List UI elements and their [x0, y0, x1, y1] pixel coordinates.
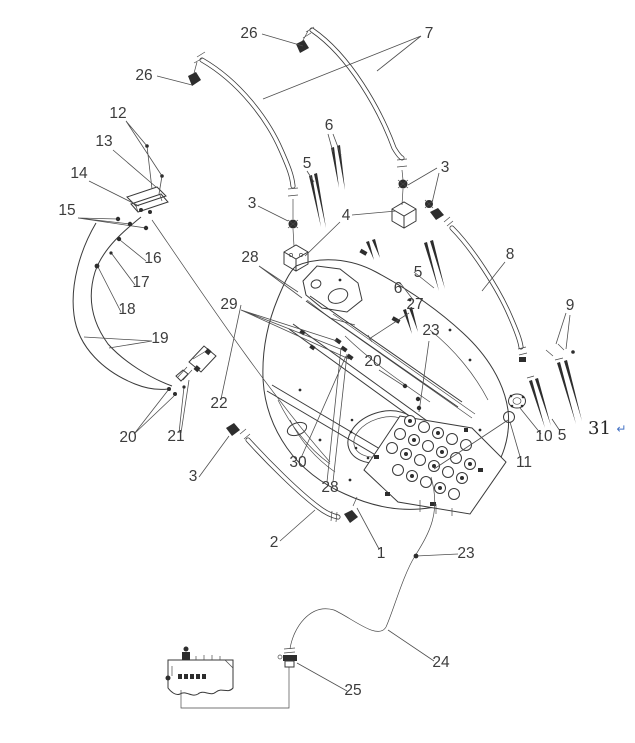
callout-label-5-13: 5 [414, 264, 423, 281]
stud-pins [309, 145, 582, 428]
callout-label-5-29: 5 [558, 427, 567, 444]
callout-label-24-37: 24 [432, 654, 450, 671]
o-ring-11 [503, 411, 515, 423]
hose-2 [245, 437, 341, 520]
pipe-clamps [299, 329, 354, 361]
valve-cylinders [386, 415, 476, 500]
hose-8 [449, 225, 524, 350]
hose-7-left [199, 57, 296, 189]
cable-22 [151, 219, 331, 463]
callout-label-3-9: 3 [248, 195, 257, 212]
callout-label-13-5: 13 [95, 133, 112, 150]
callout-label-7-1: 7 [425, 25, 434, 42]
hose-7-right [309, 27, 405, 161]
callout-label-6-16: 6 [394, 280, 403, 297]
callout-label-20-26: 20 [119, 429, 137, 446]
valve-block [363, 415, 507, 516]
callout-label-17-17: 17 [132, 274, 149, 291]
callout-label-1-35: 1 [377, 545, 386, 562]
revision-annotation: 31 ↵ [588, 418, 626, 439]
paragraph-return-mark: ↵ [616, 422, 626, 436]
callout-label-3-7: 3 [441, 159, 450, 176]
callout-label-8-14: 8 [506, 246, 515, 263]
hydraulic-tank [165, 646, 234, 696]
callout-label-9-18: 9 [566, 297, 575, 314]
reference-dots [94, 144, 575, 559]
callout-label-12-3: 12 [109, 105, 126, 122]
callout-label-2-34: 2 [270, 534, 279, 551]
callout-label-28-32: 28 [321, 479, 338, 496]
elbow-fitting-26-right [296, 26, 315, 53]
callout-label-11-30: 11 [516, 454, 532, 471]
callout-label-21-27: 21 [167, 428, 184, 445]
callout-label-27-21: 27 [406, 296, 423, 313]
callout-label-23-36: 23 [457, 545, 474, 562]
revision-number: 31 [588, 418, 611, 439]
callout-label-29-20: 29 [220, 296, 237, 313]
connector-20-21 [175, 345, 217, 382]
callout-label-26-0: 26 [240, 25, 257, 42]
flange-10 [508, 393, 526, 409]
callout-label-4-10: 4 [342, 207, 351, 224]
callout-label-3-33: 3 [189, 468, 198, 485]
callout-label-25-38: 25 [344, 682, 361, 699]
tank-return-line [180, 667, 290, 709]
callout-label-28-12: 28 [241, 249, 258, 266]
callout-label-14-8: 14 [70, 165, 88, 182]
callout-label-5-6: 5 [303, 155, 312, 172]
callout-label-30-31: 30 [289, 454, 307, 471]
callout-label-16-15: 16 [144, 250, 161, 267]
callout-label-10-28: 10 [535, 428, 553, 445]
callout-label-6-4: 6 [325, 117, 334, 134]
callout-label-19-23: 19 [151, 330, 168, 347]
leader-lines [77, 33, 571, 692]
callout-label-22-25: 22 [210, 395, 227, 412]
bracket-assembly-13-14 [126, 186, 169, 214]
callout-label-15-11: 15 [58, 202, 75, 219]
boom-bracket [302, 265, 363, 326]
elbow-fitting-26-left [188, 51, 206, 86]
callout-label-18-19: 18 [118, 301, 135, 318]
fitting-stack-right [391, 158, 528, 362]
hose-2-fittings [226, 423, 358, 523]
fitting-25 [277, 647, 297, 668]
cable-harness [72, 216, 173, 390]
hose-23-24 [289, 476, 436, 650]
callout-label-26-2: 26 [135, 67, 152, 84]
fitting-stack-left [283, 187, 309, 272]
callout-label-23-22: 23 [422, 322, 439, 339]
callout-label-20-24: 20 [364, 353, 382, 370]
